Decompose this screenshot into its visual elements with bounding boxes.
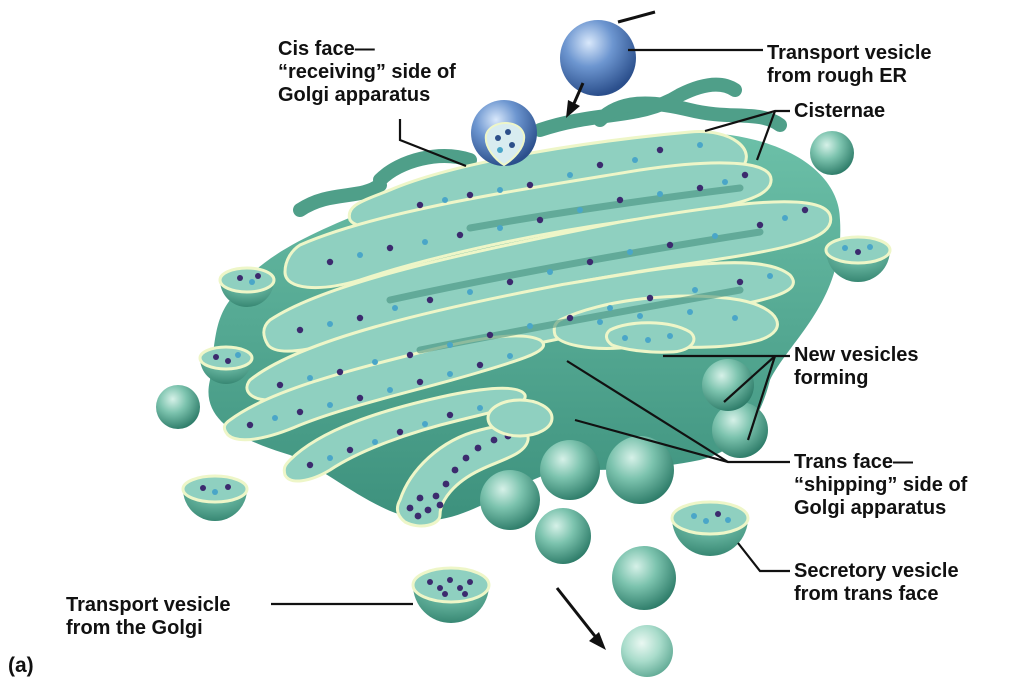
label-cis-face: Cis face— “receiving” side of Golgi appa…	[278, 38, 456, 107]
label-trans-face-line1: Trans face—	[794, 451, 967, 474]
label-trans-face: Trans face— “shipping” side of Golgi app…	[794, 451, 967, 520]
label-trans-face-line3: Golgi apparatus	[794, 497, 967, 520]
label-cis-face-line3: Golgi apparatus	[278, 84, 456, 107]
label-transport-vesicle-golgi-line1: Transport vesicle	[66, 594, 231, 617]
label-transport-vesicle-golgi-line2: from the Golgi	[66, 617, 231, 640]
label-cis-face-line2: “receiving” side of	[278, 61, 456, 84]
label-transport-vesicle-er-line1: Transport vesicle	[767, 42, 932, 65]
golgi-stack	[208, 132, 840, 526]
label-transport-vesicle-golgi: Transport vesicle from the Golgi	[66, 594, 231, 640]
fusing-er-vesicle	[471, 100, 537, 166]
label-new-vesicles-line1: New vesicles	[794, 344, 919, 367]
golgi-transport-vesicle-shape	[413, 568, 489, 623]
label-secretory-vesicle-line2: from trans face	[794, 583, 959, 606]
label-cisternae: Cisternae	[794, 100, 885, 123]
er-transport-vesicle	[560, 20, 636, 96]
label-new-vesicles-line2: forming	[794, 367, 919, 390]
label-cis-face-line1: Cis face—	[278, 38, 456, 61]
label-transport-vesicle-er-line2: from rough ER	[767, 65, 932, 88]
panel-label: (a)	[8, 654, 34, 678]
label-cisternae-line1: Cisternae	[794, 100, 885, 123]
label-secretory-vesicle-line1: Secretory vesicle	[794, 560, 959, 583]
secretory-vesicle-shape	[672, 502, 748, 556]
label-transport-vesicle-er: Transport vesicle from rough ER	[767, 42, 932, 88]
label-trans-face-line2: “shipping” side of	[794, 474, 967, 497]
label-new-vesicles: New vesicles forming	[794, 344, 919, 390]
label-secretory-vesicle: Secretory vesicle from trans face	[794, 560, 959, 606]
